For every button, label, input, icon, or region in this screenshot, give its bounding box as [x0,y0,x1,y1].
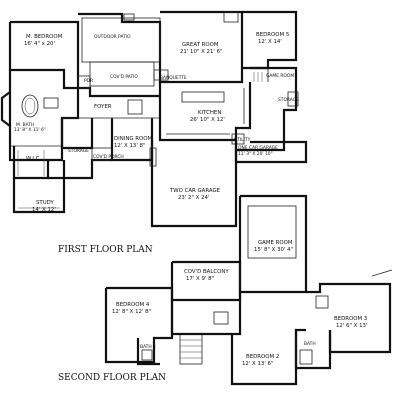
wall-dining [110,118,154,162]
label-m-bedroom: M. BEDROOM [26,34,63,40]
second-floor-labels: GAME ROOM 15' 8" X 30' 4" COV'D BALCONY … [58,240,367,383]
hall-closet [213,311,229,325]
dims-bedroom4: 12' 8" X 12' 8" [112,309,151,315]
dims-bedroom3: 12' 6" X 13' [336,323,367,329]
label-bedroom4: BEDROOM 4 [116,302,150,308]
dims-bedroom2: 12' X 13' 6" [242,361,273,367]
wall-wic [12,146,50,180]
label-bedroom3: BEDROOM 3 [334,316,367,322]
wall-master-bedroom [8,20,80,90]
wall-bedroom3 [306,282,392,354]
label-banquette: BANQUETTE [160,75,187,81]
label-m-bath: M. BATH [16,122,34,128]
dims-dining-room: 12' X 13' 8" [114,143,145,149]
label-game-room-1f: GAME ROOM [266,73,294,79]
label-bedroom5: BEDROOM 5 [256,32,289,38]
stair-2f [179,333,203,365]
garage-stair [149,147,157,167]
second-floor-plan-title: SECOND FLOOR PLAN [58,373,166,383]
wall-bedroom4 [104,286,174,364]
label-storage: STORAGE [68,148,89,154]
utility-room [231,133,245,145]
dims-one-car-garage: 11' 3" X 20' 10" [238,151,273,157]
dims-m-bedroom: 16' 4" x 20' [24,41,55,47]
bay-window [0,91,11,127]
storage-closet-right [287,91,299,107]
label-two-car-garage: TWO CAR GARAGE [169,188,221,194]
game-room-open-to-below [247,205,297,259]
wall-foyer [78,86,160,98]
label-foyer: FOYER [94,104,112,110]
patio-grill [123,13,135,21]
dims-m-bath: 13' 8" X 11' 6" [14,127,46,133]
pdr-room [77,75,91,89]
label-study: STUDY [36,200,55,206]
bath4-tub [141,349,153,361]
label-wic: W.I.C. [26,156,41,162]
label-one-car-garage: ONE CAR GARAGE [238,145,278,151]
label-great-room: GREAT ROOM [182,42,219,48]
wall-game-room-1f [250,66,298,142]
wall-bedroom2 [230,328,306,386]
first-floor-plan-title: FIRST FLOOR PLAN [58,245,153,255]
label-bath: BATH [304,341,316,347]
label-outdoor-patio: OUTDOOR PATIO [94,34,131,40]
wall-study [12,176,66,214]
wall-porch [62,158,112,180]
dims-great-room: 21' 10" X 21' 6" [180,49,222,55]
wall-great-room [158,10,244,84]
vanity [43,97,59,109]
banquette-table [153,69,169,81]
dims-two-car-garage: 23' 2" X 24' [178,195,209,201]
wall-master-bath [8,70,80,162]
label-utility: UTILITY [234,137,251,143]
bath-2f-tub [299,349,313,365]
first-floor-plan [0,10,308,228]
foyer-stair [127,99,143,115]
dims-covd-balcony: 17' X 9' 8" [186,276,214,282]
label-pdr: PDR [84,78,93,84]
wall-storage [60,118,94,150]
label-covd-patio: COV'D PATIO [110,74,138,80]
dims-bedroom5: 12' X 14' [258,39,282,45]
bathtub [21,94,39,118]
second-floor-plan [104,194,393,386]
label-bedroom2: BEDROOM 2 [246,354,279,360]
wall-hall-2f [170,292,242,336]
bedroom3-closet [315,295,329,309]
label-storage-right: STORAGE [278,97,299,103]
wall-bath-2f [294,330,332,370]
kitchen-island [181,91,225,103]
fireplace [223,11,239,23]
label-covd-balcony: COV'D BALCONY [184,269,229,275]
covd-patio-area [89,61,155,87]
label-kitchen: KITCHEN [198,110,221,116]
label-dining-room: DINING ROOM [114,136,153,142]
dims-study: 14' X 12' [32,207,56,213]
wall-two-car-garage [150,140,238,228]
label-game-room: GAME ROOM [258,240,293,246]
first-floor-labels: M. BEDROOM 16' 4" x 20' OUTDOOR PATIO CO… [14,32,299,255]
balcony-edge [371,269,393,277]
dims-kitchen: 26' 10" X 12' [190,117,225,123]
wall-bath4 [136,338,160,366]
label-bath4: BATH 4 [140,344,156,350]
covd-porch-area [91,147,113,161]
bathtub-inner [24,97,36,115]
label-covd-porch: COV'D PORCH [93,154,124,160]
outdoor-patio-area [81,17,161,63]
dims-game-room: 15' 8" X 30' 4" [254,247,293,253]
